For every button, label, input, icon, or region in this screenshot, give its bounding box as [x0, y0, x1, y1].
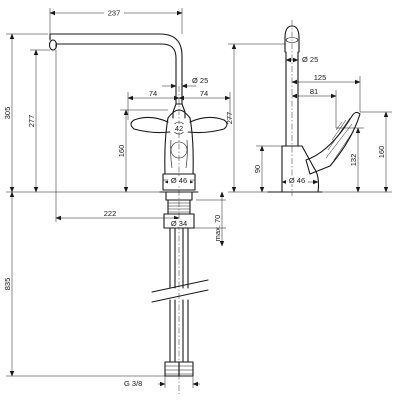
front-lever-right: [187, 116, 228, 134]
front-spout: [49, 33, 183, 105]
dim-side-lever-reach: 125: [314, 73, 327, 82]
dim-side-base-diameter: Ø 46: [289, 176, 305, 185]
dim-height-to-spout: 277: [27, 115, 36, 128]
dim-side-lever-total: 160: [377, 146, 386, 159]
dim-lever-left: 74: [149, 89, 157, 98]
side-body: [281, 145, 320, 193]
side-column: [285, 51, 299, 147]
front-body-inner: [170, 139, 188, 169]
spout-outlet: [48, 39, 58, 51]
dim-spout-diameter: Ø 25: [192, 76, 208, 85]
side-lever: [305, 111, 361, 175]
dim-side-height: 277: [225, 112, 234, 125]
hose-break: [151, 279, 209, 303]
dim-lever-right: 74: [200, 89, 208, 98]
dim-side-body-height: 90: [253, 165, 262, 173]
connector-right: [178, 361, 194, 377]
front-body: [164, 109, 194, 175]
dim-spout-reach: 237: [108, 9, 121, 18]
dim-shank-diameter: Ø 34: [171, 219, 187, 228]
side-view: [267, 20, 361, 196]
dim-connection: G 3/8: [124, 379, 142, 388]
front-dimensions: 237 Ø 25 74 74 42 305 277 160 Ø 46: [3, 8, 231, 388]
dim-hose-length: 835: [3, 278, 12, 291]
front-lever-left: [130, 116, 171, 134]
dim-side-lever-inner: 81: [310, 87, 318, 96]
dim-max-deck: max. 70: [213, 215, 222, 242]
dim-base-diameter: Ø 46: [171, 176, 187, 185]
dim-outlet-to-center: 222: [104, 209, 117, 218]
dim-lever-height: 160: [117, 145, 126, 158]
side-dimensions: Ø 25 125 81 277 90 132 160 Ø 46: [225, 43, 392, 193]
hose-left: [169, 227, 176, 363]
dim-side-lever-span: 132: [349, 154, 358, 167]
dim-total-height: 305: [3, 107, 12, 120]
dim-lever-hub: 42: [175, 124, 183, 133]
hose-right: [182, 227, 189, 363]
front-view: [48, 33, 228, 394]
dim-side-spout-diameter: Ø 25: [302, 55, 318, 64]
